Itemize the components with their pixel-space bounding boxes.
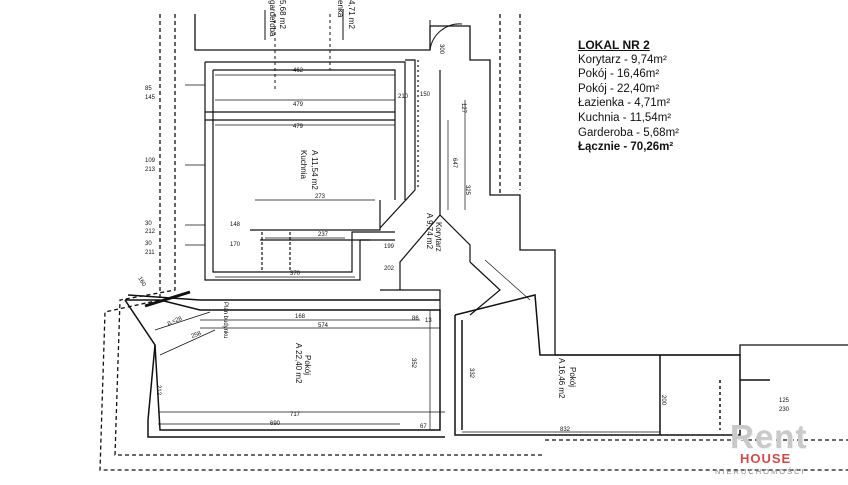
dim-479a: 479	[293, 102, 304, 108]
dim-690: 690	[270, 421, 281, 427]
dim-237: 237	[318, 232, 329, 238]
label-korytarz: Korytarz	[434, 222, 443, 252]
dim-211: 211	[145, 250, 155, 256]
dim-109: 109	[145, 158, 156, 164]
dim-717: 717	[290, 412, 301, 418]
dim-479b: 479	[293, 124, 304, 130]
label-garderoba-top: garderoba	[268, 0, 277, 37]
top-rooms	[264, 10, 463, 90]
watermark-house: HOUSE	[740, 451, 792, 466]
dim-170: 170	[230, 242, 241, 248]
legend-row-pokoj-2: Pokój - 22,40m²	[578, 82, 660, 95]
legend-title: LOKAL NR 2	[578, 38, 650, 52]
label-garderoba-area: 5,68 m2	[278, 0, 287, 29]
label-korytarz-area: A 9,74 m2	[425, 213, 434, 250]
dimension-lines	[154, 74, 661, 433]
dim-145: 145	[145, 95, 156, 101]
dim-332: 332	[468, 368, 474, 379]
pokoj-big-room	[124, 290, 445, 438]
dim-352: 352	[410, 358, 416, 369]
label-kuchnia-area: A 11,54 m2	[310, 150, 319, 190]
dim-230: 230	[779, 407, 790, 413]
label-pokoj-big: Pokój	[303, 355, 312, 375]
label-lazienka-top: enka	[336, 0, 345, 18]
pokoj-right-room	[454, 294, 770, 436]
area-legend: LOKAL NR 2 Korytarz - 9,74m² Pokój - 16,…	[578, 38, 679, 155]
legend-row-pokoj-1: Pokój - 16,46m²	[578, 68, 660, 81]
dim-168: 168	[295, 314, 306, 320]
dim-86: 86	[412, 316, 419, 322]
dim-210: 210	[398, 94, 409, 100]
dim-30a: 30	[145, 221, 152, 227]
watermark-agency: NIERUCHOMOŚCI	[715, 467, 806, 476]
dim-150: 150	[420, 92, 431, 98]
dim-273: 273	[315, 194, 326, 200]
dim-200: 200	[660, 395, 666, 406]
rent-house-watermark: Rent HOUSE NIERUCHOMOŚCI	[715, 418, 843, 480]
label-pokoj-right-area: A 16,46 m2	[557, 358, 566, 399]
kuchnia-room	[204, 61, 406, 281]
label-lazienka-area: 4,71 m2	[347, 0, 356, 29]
dim-212b: 212	[145, 229, 156, 235]
dim-370: 370	[290, 271, 301, 277]
korytarz-room	[379, 59, 501, 320]
label-kuchnia: Kuchnia	[299, 150, 308, 179]
dim-258: 258	[191, 331, 203, 340]
sill-note: p.=28	[167, 316, 184, 327]
dim-127: 127	[460, 103, 466, 114]
dim-325: 325	[464, 185, 470, 196]
dim-213: 213	[145, 167, 156, 173]
dimension-labels: 462 479 479 273 237 370 148 170 168 574 …	[136, 44, 789, 433]
dim-832: 832	[560, 427, 571, 433]
label-pokoj-right: Pokój	[568, 367, 577, 387]
dim-148: 148	[230, 222, 241, 228]
legend-total: Łącznie - 70,26m²	[578, 141, 674, 154]
dim-212: 212	[155, 385, 161, 396]
dim-30b: 30	[145, 241, 152, 247]
legend-row-garderoba: Garderoba - 5,68m²	[578, 126, 679, 139]
legend-row-kuchnia: Kuchnia - 11,54m²	[578, 111, 672, 124]
dim-647: 647	[451, 158, 457, 169]
plan-note: Plan budynku	[222, 302, 228, 338]
dim-125: 125	[779, 398, 790, 404]
dim-199: 199	[384, 244, 395, 250]
dim-13: 13	[425, 318, 432, 324]
dim-300: 300	[438, 44, 444, 55]
legend-row-korytarz: Korytarz - 9,74m²	[578, 53, 667, 66]
outer-walls	[99, 14, 848, 471]
dim-574: 574	[318, 323, 329, 329]
dim-202: 202	[384, 266, 395, 272]
dim-67: 67	[420, 424, 427, 430]
dim-85: 85	[145, 86, 152, 92]
watermark-rent: Rent	[730, 418, 808, 455]
room-labels: Kuchnia A 11,54 m2 Korytarz A 9,74 m2 Po…	[268, 0, 577, 399]
dim-462: 462	[293, 68, 304, 74]
legend-row-lazienka: Łazienka - 4,71m²	[578, 97, 671, 110]
label-pokoj-big-area: A 22,40 m2	[294, 343, 303, 384]
dim-160: 160	[136, 276, 147, 288]
